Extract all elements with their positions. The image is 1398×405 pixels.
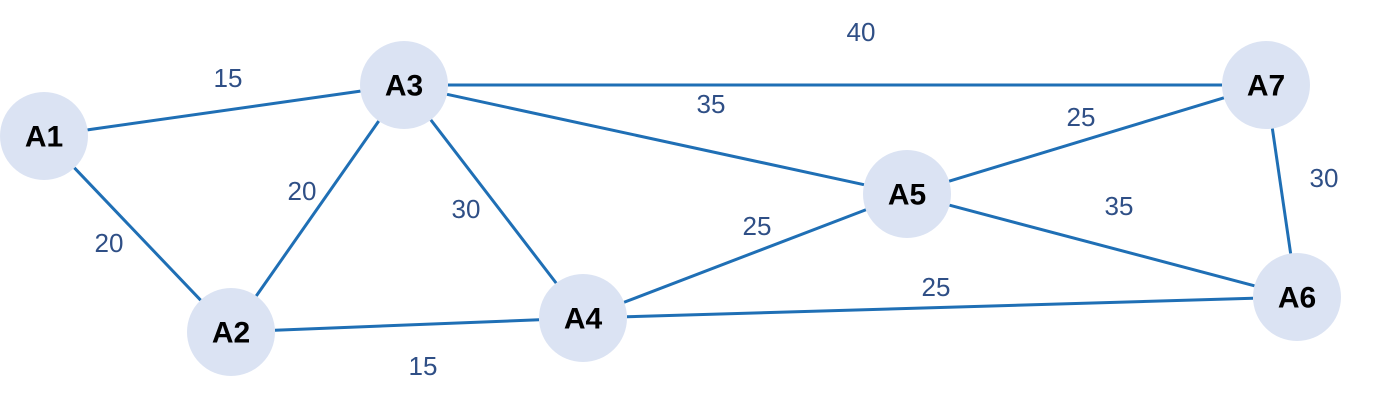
edge-weight-a5-a7: 25 <box>1067 102 1096 132</box>
node-a3: A3 <box>360 41 448 129</box>
edge-weight-a1-a3: 15 <box>214 63 243 93</box>
edge-weight-a4-a5: 25 <box>743 211 772 241</box>
node-label: A6 <box>1278 282 1316 315</box>
edge-a4-a5 <box>623 208 867 304</box>
node-a7: A7 <box>1222 41 1310 129</box>
node-a1: A1 <box>0 92 88 180</box>
edge-weights: 15 20 20 15 30 35 40 25 25 25 35 30 <box>95 17 1339 381</box>
node-label: A7 <box>1247 70 1285 103</box>
edge-a3-a5 <box>446 92 865 187</box>
node-a4: A4 <box>539 274 627 362</box>
node-circle <box>1222 41 1310 129</box>
edge-weight-a4-a6: 25 <box>922 272 951 302</box>
edge-a1-a3 <box>87 89 361 132</box>
edge-weight-a3-a7: 40 <box>847 17 876 47</box>
edge-a2-a4 <box>274 318 540 332</box>
edge-weight-a5-a6: 35 <box>1105 191 1134 221</box>
node-circle <box>360 41 448 129</box>
node-circle <box>187 288 275 376</box>
edge-weight-a3-a4: 30 <box>452 194 481 224</box>
edges <box>73 83 1293 332</box>
node-label: A1 <box>25 121 63 154</box>
node-a6: A6 <box>1253 253 1341 341</box>
edge-a4-a6 <box>626 296 1254 319</box>
node-label: A5 <box>888 179 926 212</box>
node-label: A3 <box>385 70 423 103</box>
edge-weight-a1-a2: 20 <box>95 228 124 258</box>
node-label: A4 <box>564 303 603 336</box>
node-circle <box>863 150 951 238</box>
node-a5: A5 <box>863 150 951 238</box>
edge-weight-a3-a5: 35 <box>697 89 726 119</box>
node-circle <box>539 274 627 362</box>
edge-a5-a6 <box>949 203 1255 288</box>
edge-weight-a2-a4: 15 <box>409 351 438 381</box>
edge-weight-a7-a6: 30 <box>1310 163 1339 193</box>
node-circle <box>0 92 88 180</box>
edge-weight-a2-a3: 20 <box>288 176 317 206</box>
edge-a2-a3 <box>255 120 380 297</box>
node-a2: A2 <box>187 288 275 376</box>
edge-a3-a4 <box>429 118 558 285</box>
node-circle <box>1253 253 1341 341</box>
edge-a1-a2 <box>73 166 202 302</box>
edge-a7-a6 <box>1270 128 1293 254</box>
edge-a5-a7 <box>948 96 1225 183</box>
node-label: A2 <box>212 317 250 350</box>
